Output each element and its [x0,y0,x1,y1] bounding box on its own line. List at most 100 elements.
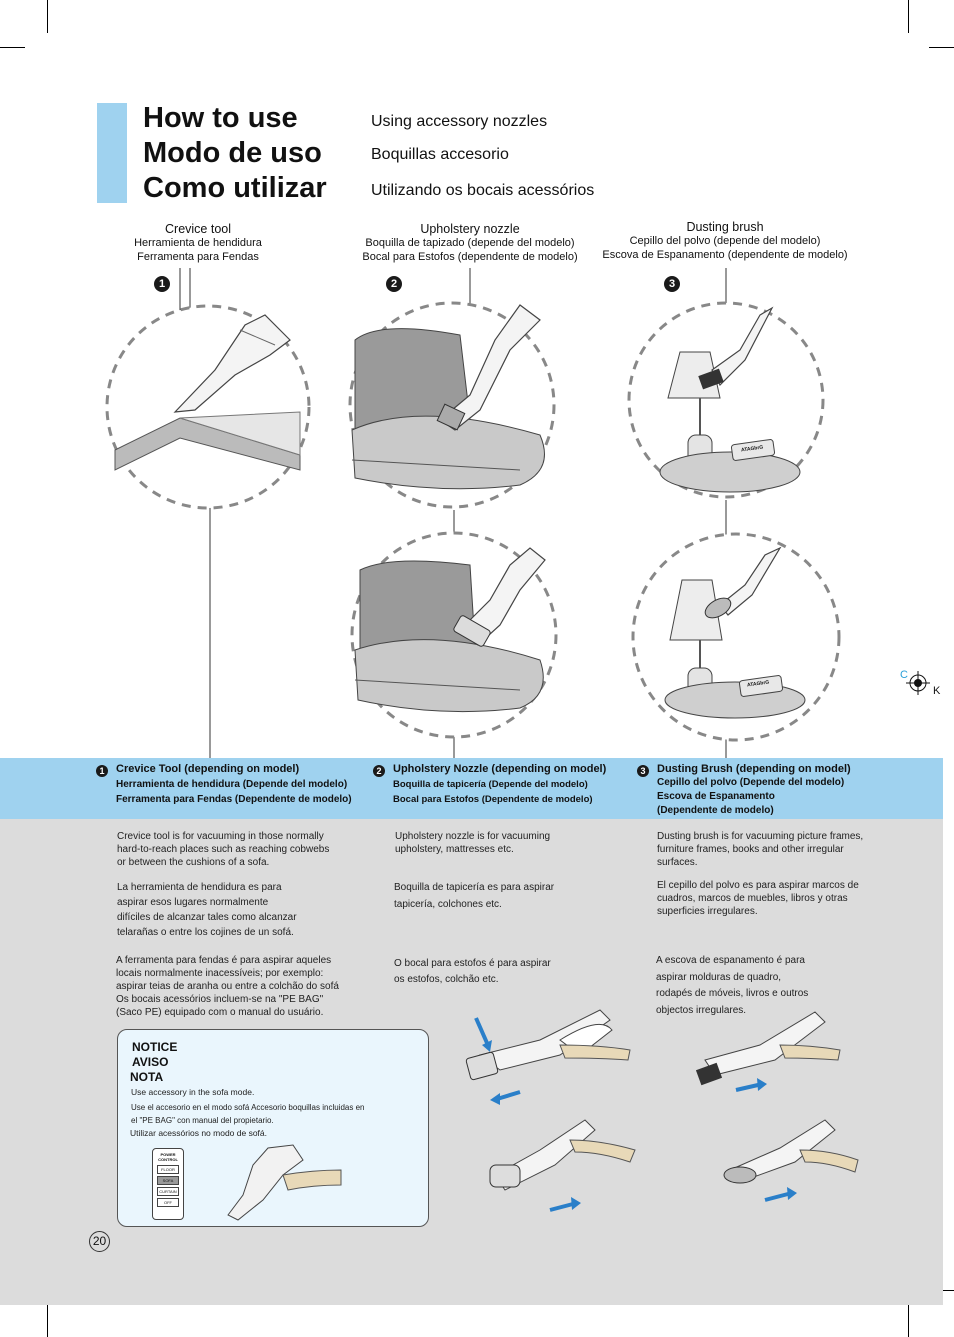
text-line: surfaces. [657,857,698,868]
step-number-1: 1 [154,276,170,292]
caption-dusting-pt: Escova de Espanamento (dependente de mod… [602,249,848,261]
text-line: Os bocais acessórios incluem-se na "PE B… [116,994,324,1005]
text-line: Crevice tool is for vacuuming in those n… [117,831,324,842]
band-heading-crevice-en: Crevice Tool (depending on model) [116,763,300,775]
subtitle-en: Using accessory nozzles [371,113,548,130]
band-number-2: 2 [373,765,385,777]
registration-k: K [933,685,941,697]
power-off-button: OFF [157,1198,179,1207]
text-line: El cepillo del polvo es para aspirar mar… [657,880,859,891]
page-title-en: How to use [143,102,298,134]
text-line: Upholstery nozzle is for vacuuming [395,831,551,842]
text-line: aspirar esos lugares normalmente [117,897,269,908]
band-heading-dusting-es: Cepillo del polvo (Depende del modelo) [657,777,845,788]
text-line: difíciles de alcanzar tales como alcanza… [117,912,297,923]
caption-upholstery: Upholstery nozzle Boquilla de tapizado (… [345,222,595,264]
caption-dusting-en: Dusting brush [686,220,764,234]
handle-illustration [227,1144,342,1221]
page-number: 20 [89,1231,110,1252]
crop-mark [0,47,25,48]
caption-upholstery-pt: Bocal para Estofos (dependente de modelo… [362,251,578,263]
text-line: rodapés de móveis, livros e outros [656,988,809,999]
crevice-desc-pt: A ferramenta para fendas é para aspirar … [116,954,339,1019]
subtitle-pt: Utilizando os bocais acessórios [371,182,595,199]
caption-crevice: Crevice tool Herramienta de hendidura Fe… [103,222,293,264]
text-line: tapicería, colchones etc. [394,899,502,910]
crop-mark [908,0,909,33]
text-line: or between the cushions of a sofa. [117,857,270,868]
caption-upholstery-es: Boquilla de tapizado (depende del modelo… [365,237,575,249]
text-line: cuadros, marcos de muebles, libros y otr… [657,893,848,904]
step-number-3: 3 [664,276,680,292]
step-number-2: 2 [386,276,402,292]
band-heading-dusting-en: Dusting Brush (depending on model) [657,763,851,775]
crop-mark [908,1304,909,1337]
text-line: aspirar molduras de quadro, [656,971,782,983]
subtitle-es: Boquillas accesorio [371,146,509,163]
caption-dusting-es: Cepillo del polvo (depende del modelo) [629,235,821,247]
caption-dusting: Dusting brush Cepillo del polvo (depende… [600,220,850,262]
text-line: (Saco PE) equipado com o manual do usuár… [116,1007,324,1018]
dusting-desc-es: El cepillo del polvo es para aspirar mar… [657,879,859,918]
upholstery-desc-en: Upholstery nozzle is for vacuuming uphol… [395,830,550,856]
text-line: furniture frames, books and other irregu… [657,844,844,855]
text-line: A escova de espanamento é para [656,955,805,966]
band-heading-upholstery-es: Boquilla de tapicería (Depende del model… [393,779,588,790]
notice-heading-es: AVISO [132,1055,169,1069]
text-line: objectos irregulares. [656,1004,747,1016]
crevice-desc-en: Crevice tool is for vacuuming in those n… [117,830,329,869]
registration-c: C [900,669,908,681]
band-heading-crevice-es: Herramienta de hendidura (Depende del mo… [116,779,348,790]
notice-line-en: Use accessory in the sofa mode. [131,1087,255,1097]
notice-box: NOTICE AVISO NOTA Use accessory in the s… [117,1029,429,1227]
notice-heading-en: NOTICE [132,1040,178,1054]
notice-heading-pt: NOTA [130,1070,164,1084]
crop-mark [929,47,954,48]
dusting-desc-pt: A escova de espanamento é para aspirar m… [656,953,808,1019]
power-floor-button: FLOOR [157,1165,179,1174]
title-accent-block [97,103,127,203]
text-line: Boquilla de tapicería es para aspirar [394,882,555,893]
heading-band [0,758,943,819]
crevice-desc-es: La herramienta de hendidura es para aspi… [117,880,297,940]
band-heading-upholstery: Upholstery Nozzle (depending on model) B… [393,762,606,807]
page-title-pt: Como utilizar [143,172,327,204]
caption-crevice-en: Crevice tool [165,222,231,236]
band-heading-crevice-pt: Ferramenta para Fendas (Dependente de mo… [116,794,352,805]
caption-upholstery-en: Upholstery nozzle [420,222,520,236]
dusting-desc-en: Dusting brush is for vacuuming picture f… [657,830,863,869]
band-heading-upholstery-pt: Bocal para Estofos (Dependente de modelo… [393,794,593,805]
band-heading-dusting: Dusting Brush (depending on model) Cepil… [657,762,851,818]
crop-mark [47,1304,48,1337]
usage-illustrations [465,1009,859,1212]
band-number-3: 3 [637,765,649,777]
text-line: Dusting brush is for vacuuming picture f… [657,831,864,842]
power-curtain-button: CURTAIN [157,1187,179,1196]
caption-crevice-es: Herramienta de hendidura [134,237,262,249]
upholstery-desc-es: Boquilla de tapicería es para aspirar ta… [394,879,554,913]
band-heading-dusting-pt2: (Dependente de modelo) [657,805,774,816]
text-line: os estofos, colchão etc. [394,974,499,985]
notice-line-es: Use el accesorio en el modo sofá Accesor… [131,1103,365,1112]
text-line: La herramienta de hendidura es para [117,882,282,893]
power-sofa-button: SOFA [157,1176,179,1185]
band-heading-upholstery-en: Upholstery Nozzle (depending on model) [393,763,607,775]
text-line: hard-to-reach places such as reaching co… [117,844,330,855]
notice-line-pt: Utilizar acessórios no modo de sofá. [130,1128,268,1138]
power-control-panel: POWER CONTROL FLOOR SOFA CURTAIN OFF [152,1148,184,1220]
text-line: telarañas o entre los cojines de un sofá… [117,927,294,938]
text-line: A ferramenta para fendas é para aspirar … [116,955,332,966]
band-heading-crevice: Crevice Tool (depending on model) Herram… [116,762,352,807]
text-line: aspirar teias de aranha ou entre a colch… [116,981,339,992]
text-line: locais normalmente inacessíveis; por exe… [116,968,324,979]
text-line: O bocal para estofos é para aspirar [394,958,551,969]
notice-line-es-2: el "PE BAG" con manual del propietario. [131,1116,274,1125]
page-title-es: Modo de uso [143,137,322,169]
crop-mark [47,0,48,33]
text-line: superficies irregulares. [657,906,758,917]
band-heading-dusting-pt1: Escova de Espanamento [657,791,775,802]
accessory-illustrations [105,268,930,758]
text-line: upholstery, mattresses etc. [395,844,514,855]
power-control-label: POWER CONTROL [158,1152,178,1162]
upholstery-desc-pt: O bocal para estofos é para aspirar os e… [394,956,551,988]
